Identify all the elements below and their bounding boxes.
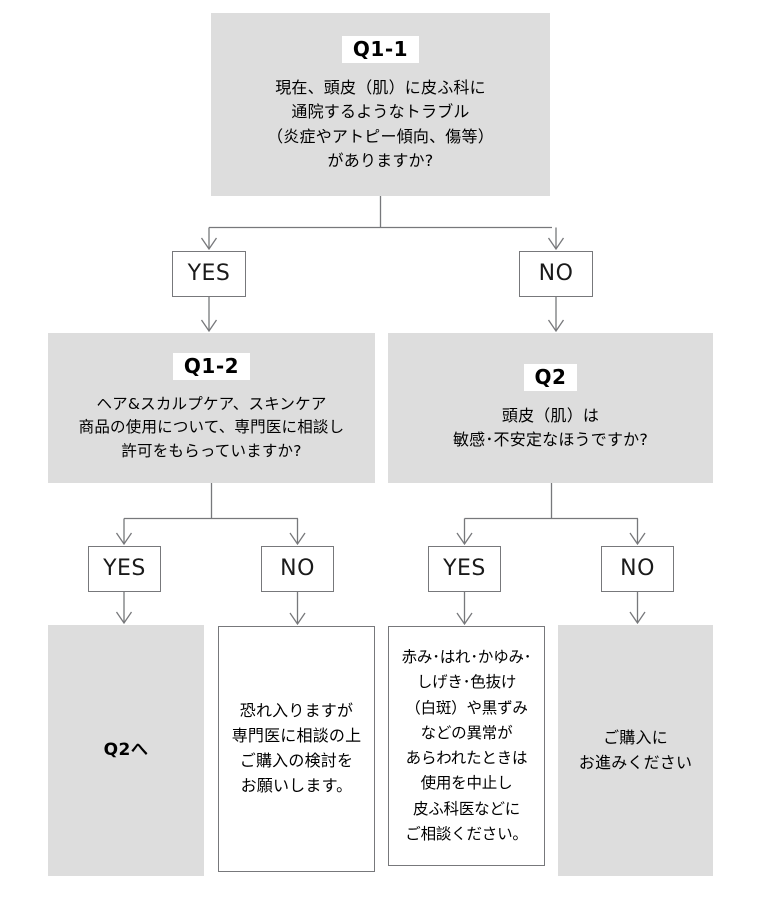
node-q1-2-text: ヘア&スカルプケア、スキンケア 商品の使用について、専門医に相談し 許可をもらっ… bbox=[78, 395, 345, 460]
arrowhead-q11-no bbox=[547, 237, 565, 251]
node-q1-1: Q1-1 現在、頭皮（肌）に皮ふ科に 通院するようなトラブル （炎症やアトピー傾… bbox=[211, 13, 550, 196]
choice-q2-yes[interactable]: YES bbox=[428, 546, 501, 592]
node-result-caution-text: 赤み･はれ･かゆみ･ しげき･色抜け （白斑）や黒ずみ などの異常が あらわれた… bbox=[401, 648, 532, 843]
node-q1-2: Q1-2 ヘア&スカルプケア、スキンケア 商品の使用について、専門医に相談し 許… bbox=[48, 333, 375, 483]
arrowhead-no1 bbox=[547, 319, 565, 333]
node-result-proceed: ご購入に お進みください bbox=[558, 625, 713, 876]
choice-q1-1-yes[interactable]: YES bbox=[172, 251, 246, 297]
node-q2-tag: Q2 bbox=[523, 363, 578, 391]
node-q2-text: 頭皮（肌）は 敏感･不安定なほうですか? bbox=[452, 405, 649, 449]
choice-q2-no[interactable]: NO bbox=[601, 546, 674, 592]
node-result-q2he-text: Q2へ bbox=[103, 740, 149, 761]
arrowhead-q11-yes bbox=[200, 237, 218, 251]
node-q1-1-text: 現在、頭皮（肌）に皮ふ科に 通院するようなトラブル （炎症やアトピー傾向、傷等）… bbox=[267, 77, 494, 170]
node-result-consult-text: 恐れ入りますが 専門医に相談の上 ご購入の検討を お願いします。 bbox=[231, 701, 362, 795]
arrowhead-yes1 bbox=[200, 319, 218, 333]
arrowhead-yes2 bbox=[115, 611, 133, 625]
node-result-consult: 恐れ入りますが 専門医に相談の上 ご購入の検討を お願いします。 bbox=[218, 626, 375, 872]
arrowhead-q12-yes bbox=[115, 532, 133, 546]
arrowhead-yes3 bbox=[456, 612, 473, 626]
choice-q1-2-no[interactable]: NO bbox=[261, 546, 334, 592]
node-result-proceed-text: ご購入に お進みください bbox=[578, 727, 693, 772]
arrowhead-q2-no bbox=[629, 532, 646, 546]
node-result-caution: 赤み･はれ･かゆみ･ しげき･色抜け （白斑）や黒ずみ などの異常が あらわれた… bbox=[388, 626, 545, 866]
node-result-q2he: Q2へ bbox=[48, 625, 204, 876]
choice-q1-1-no[interactable]: NO bbox=[519, 251, 593, 297]
arrowhead-no3 bbox=[629, 611, 646, 625]
choice-q1-2-yes[interactable]: YES bbox=[88, 546, 161, 592]
node-q1-1-tag: Q1-1 bbox=[341, 35, 420, 63]
node-q2: Q2 頭皮（肌）は 敏感･不安定なほうですか? bbox=[388, 333, 713, 483]
arrowhead-q12-no bbox=[289, 532, 306, 546]
arrowhead-no2 bbox=[289, 612, 306, 626]
node-q1-2-tag: Q1-2 bbox=[172, 353, 251, 381]
arrowhead-q2-yes bbox=[456, 532, 473, 546]
